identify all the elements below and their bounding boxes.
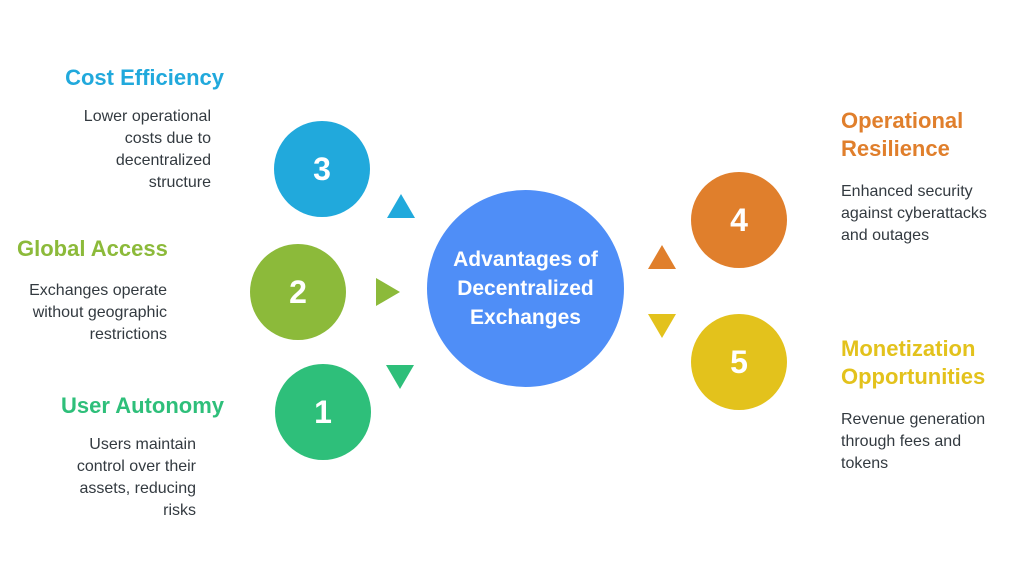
title-user-autonomy: User Autonomy bbox=[61, 393, 224, 418]
number-3: 3 bbox=[313, 150, 331, 187]
desc-user-autonomy: Users maintain control over their assets… bbox=[76, 436, 196, 519]
triangle-down-icon bbox=[648, 314, 676, 338]
title-monetization-opportunities: Monetization Opportunities bbox=[841, 336, 986, 389]
number-circle-4: 4 bbox=[691, 172, 787, 268]
number-circle-2: 2 bbox=[250, 244, 346, 340]
number-circle-5: 5 bbox=[691, 314, 787, 410]
number-circle-3: 3 bbox=[274, 121, 370, 217]
triangle-up-icon bbox=[387, 194, 415, 218]
number-1: 1 bbox=[314, 393, 332, 430]
title-operational-resilience: Operational Resilience bbox=[841, 108, 964, 161]
triangle-up-icon bbox=[648, 245, 676, 269]
center-circle: Advantages of Decentralized Exchanges bbox=[427, 190, 624, 387]
triangle-right-icon bbox=[376, 278, 400, 306]
title-cost-efficiency: Cost Efficiency bbox=[65, 65, 224, 90]
number-5: 5 bbox=[730, 343, 748, 380]
desc-monetization-opportunities: Revenue generation through fees and toke… bbox=[841, 411, 986, 472]
number-2: 2 bbox=[289, 273, 307, 310]
title-global-access: Global Access bbox=[17, 236, 168, 261]
desc-cost-efficiency: Lower operational costs due to decentral… bbox=[83, 108, 211, 191]
center-label: Advantages of Decentralized Exchanges bbox=[453, 248, 598, 329]
triangle-down-icon bbox=[386, 365, 414, 389]
number-circle-1: 1 bbox=[275, 364, 371, 460]
number-4: 4 bbox=[730, 201, 748, 238]
desc-operational-resilience: Enhanced security against cyberattacks a… bbox=[841, 183, 987, 244]
desc-global-access: Exchanges operate without geographic res… bbox=[29, 282, 167, 343]
